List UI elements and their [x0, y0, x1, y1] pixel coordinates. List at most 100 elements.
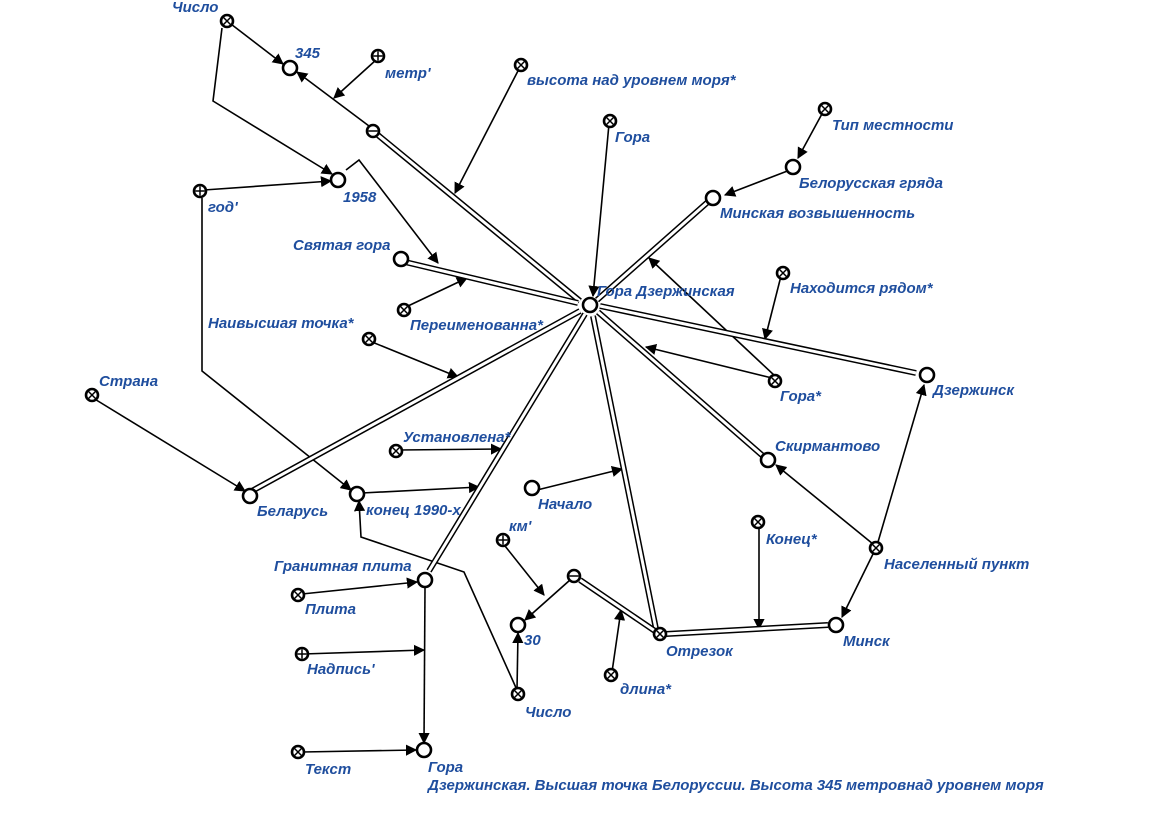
label-chislo-bottom: Число: [525, 704, 571, 721]
node-naselenny-punkt: [868, 540, 884, 556]
node-gora-bottom: [415, 741, 433, 759]
edge-naselenny-skirm: [775, 464, 874, 545]
node-belarus: [241, 487, 259, 505]
edge-vysota-gora: [454, 66, 521, 194]
node-god: [192, 183, 208, 199]
label-minsk: Минск: [843, 633, 891, 650]
label-skirmantovo: Скирмантово: [775, 438, 880, 455]
edge-gryada-minsk-vozv: [723, 169, 791, 197]
label-strana: Страна: [99, 373, 158, 390]
node-tip-mestnosti: [817, 101, 833, 117]
label-nachalo: Начало: [538, 496, 592, 513]
labels: Число 345 метр' высота над уровнем моря*…: [99, 0, 1044, 794]
label-gora-bottom: Гора: [428, 759, 463, 776]
node-granitnaya-plita: [416, 571, 434, 589]
label-belorusskaya-gryada: Белорусская гряда: [799, 175, 943, 192]
edge-strana-belarus: [92, 397, 246, 492]
edge-chislo-30: [512, 631, 524, 691]
node-nadpis: [294, 646, 310, 662]
node-gora-top: [602, 113, 618, 129]
node-dzerzhinsk: [918, 366, 936, 384]
node-plita: [290, 587, 306, 603]
edge-gorastar-minsk-vozv: [648, 257, 776, 377]
node-dlina: [603, 667, 619, 683]
label-nadpis: Надпись': [307, 661, 375, 678]
node-345: [281, 59, 299, 77]
edge-nachalo-link: [532, 465, 624, 492]
node-pereimenovanna: [396, 302, 412, 318]
edge-chislo-1958: [212, 27, 333, 175]
label-ustanovlena: Установлена*: [403, 429, 512, 446]
edge-naselenny-dzerzhinsk: [877, 383, 927, 543]
node-nachalo: [523, 479, 541, 497]
node-km: [495, 532, 511, 548]
node-chislo-top: [219, 13, 235, 29]
edge-gorastar-main: [644, 343, 773, 379]
edge-minus2-30: [524, 579, 571, 621]
edge-god-konec: [201, 198, 352, 491]
edge-nadpis-link: [302, 644, 426, 656]
label-dlina: длина*: [620, 681, 672, 698]
label-tip-mestnosti: Тип местности: [832, 117, 953, 134]
label-konec: Конец*: [766, 531, 818, 548]
edge-goratop-gora: [588, 123, 610, 298]
label-metr: метр': [385, 65, 431, 82]
label-konec-1990: конец 1990-х: [366, 502, 461, 519]
node-minus-bottom: [566, 568, 582, 584]
label-naivysshaya: Наивысшая точка*: [208, 315, 355, 332]
label-god: год': [208, 199, 238, 216]
edge-tip-gryada: [797, 111, 824, 159]
node-belorusskaya-gryada: [784, 158, 802, 176]
label-1958: 1958: [343, 189, 377, 206]
node-gora-dzerzhinskaya: [581, 296, 599, 314]
label-naselenny-punkt: Населенный пункт: [884, 556, 1029, 573]
node-gora-star: [767, 373, 783, 389]
edge-pereim-link: [407, 277, 469, 307]
label-plita: Плита: [305, 601, 356, 618]
edge-km-30: [504, 545, 545, 596]
node-minus-top: [365, 123, 381, 139]
node-otrezok: [652, 626, 668, 642]
label-tekst: Текст: [305, 761, 351, 778]
label-pereimenovanna: Переименованна*: [410, 317, 544, 334]
nodes: [84, 13, 936, 760]
edge-konec-link: [361, 481, 481, 494]
edge-god-1958: [203, 176, 333, 191]
label-minskaya-vozvyshennost: Минская возвышенность: [720, 205, 915, 222]
node-minskaya-vozv: [704, 189, 722, 207]
node-chislo-bottom: [510, 686, 526, 702]
node-minsk: [827, 616, 845, 634]
label-belarus: Беларусь: [257, 503, 328, 520]
single-edges: [92, 20, 927, 756]
label-svyataya-gora: Святая гора: [293, 237, 391, 254]
edge-dlina-link: [611, 608, 626, 673]
label-vysota: высота над уровнем моря*: [527, 72, 737, 89]
label-nahoditsya-ryadom: Находится рядом*: [790, 280, 934, 297]
edge-granit-gora: [418, 587, 430, 745]
label-gora-star: Гора*: [780, 388, 822, 405]
node-svyataya-gora: [392, 250, 410, 268]
edge-naselenny-minsk: [841, 553, 874, 619]
edge-plita-granit: [301, 577, 419, 595]
label-gora-top: Гора: [615, 129, 650, 146]
node-1958: [329, 171, 347, 189]
edge-tekst-gora: [301, 744, 418, 756]
edge-chislo-345: [226, 20, 284, 65]
label-nadpis-text: Дзержинская. Высшая точка Белоруссии. Вы…: [426, 777, 1044, 794]
label-345: 345: [295, 45, 321, 62]
edge-minus-relation: [345, 158, 439, 264]
node-konec-1990: [348, 485, 366, 503]
edge-metr-minus: [333, 59, 377, 99]
edge-ryadom-link: [762, 275, 782, 341]
node-naivysshaya: [361, 331, 377, 347]
node-tekst: [290, 744, 306, 760]
label-km: км': [509, 518, 532, 535]
label-gora-dzerzhinskaya: Гора Дзержинская: [597, 283, 735, 300]
label-granitnaya-plita: Гранитная плита: [274, 558, 412, 575]
node-konec: [750, 514, 766, 530]
node-strana: [84, 387, 100, 403]
label-chislo-top: Число: [172, 0, 218, 16]
node-ustanovlena: [388, 443, 404, 459]
edge-chislo-konec: [353, 499, 518, 691]
